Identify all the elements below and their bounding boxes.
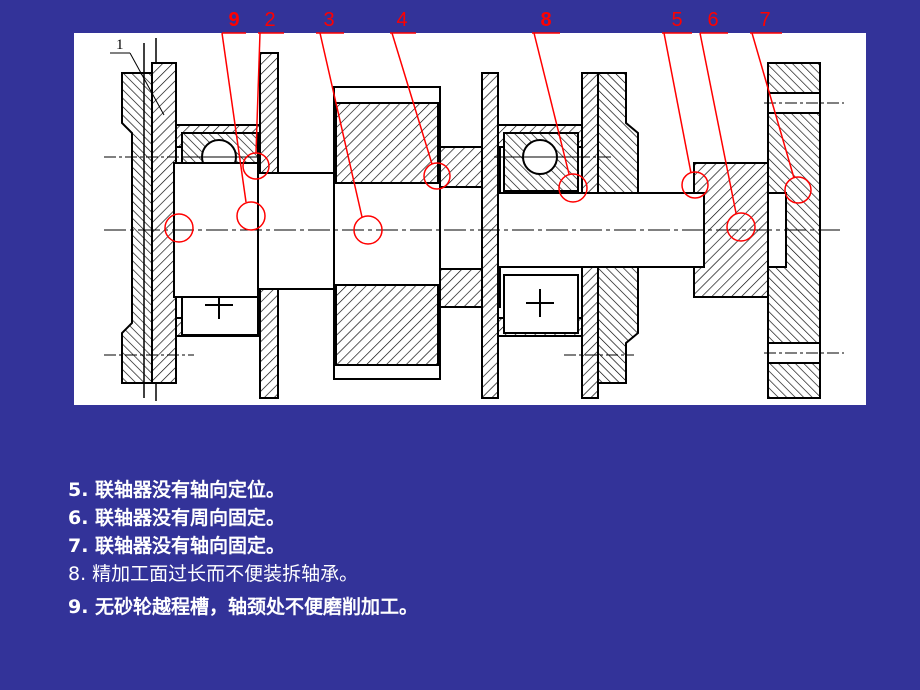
note-7: 7. 联轴器没有轴向固定。 [68, 535, 286, 557]
callout-circle-4 [423, 162, 451, 190]
callout-label-4: 4 [396, 9, 408, 31]
note-5: 5. 联轴器没有轴向定位。 [68, 479, 286, 501]
spacer-sleeve-bottom [439, 268, 485, 308]
note-6: 6. 联轴器没有周向固定。 [68, 507, 286, 529]
gear-hatch-bottom [335, 284, 439, 366]
callout-circle-8 [558, 173, 588, 203]
shaft-assembly-drawing: 1 [74, 33, 866, 405]
right-housing-wall-a [481, 72, 499, 399]
leader-3 [319, 33, 363, 218]
note-9: 9. 无砂轮越程槽，轴颈处不便磨削加工。 [68, 596, 419, 618]
callout-label-5: 5 [671, 9, 683, 31]
part-label-1: 1 [116, 37, 124, 53]
callout-label-6: 6 [707, 9, 719, 31]
callout-circle-9 [236, 201, 266, 231]
callout-circle-3 [353, 215, 383, 245]
leader-7 [751, 33, 795, 179]
shaft-step [257, 172, 335, 290]
callout-label-9: 9 [228, 9, 240, 31]
callout-circle-1 [164, 213, 194, 243]
callout-circle-7 [784, 176, 812, 204]
leader-6 [699, 33, 737, 214]
leader-4 [391, 33, 433, 165]
leader-5 [663, 33, 692, 174]
notes-list: 5. 联轴器没有轴向定位。 6. 联轴器没有周向固定。 7. 联轴器没有轴向固定… [68, 476, 418, 621]
callout-label-7: 7 [759, 9, 771, 31]
callout-circle-5 [681, 171, 709, 199]
callout-label-2: 2 [264, 9, 276, 31]
leader-2 [255, 33, 261, 154]
callout-label-8: 8 [540, 9, 552, 31]
callout-leader-stubs [222, 32, 782, 34]
note-8: 8. 精加工面过长而不便装拆轴承。 [68, 563, 359, 585]
callout-label-3: 3 [323, 9, 335, 31]
callout-circle-6 [726, 212, 756, 242]
leader-8 [533, 33, 570, 175]
leader-9 [221, 33, 247, 203]
left-end-cap [121, 72, 153, 384]
gear-hatch-top [335, 102, 439, 184]
left-housing-wall [151, 62, 177, 384]
